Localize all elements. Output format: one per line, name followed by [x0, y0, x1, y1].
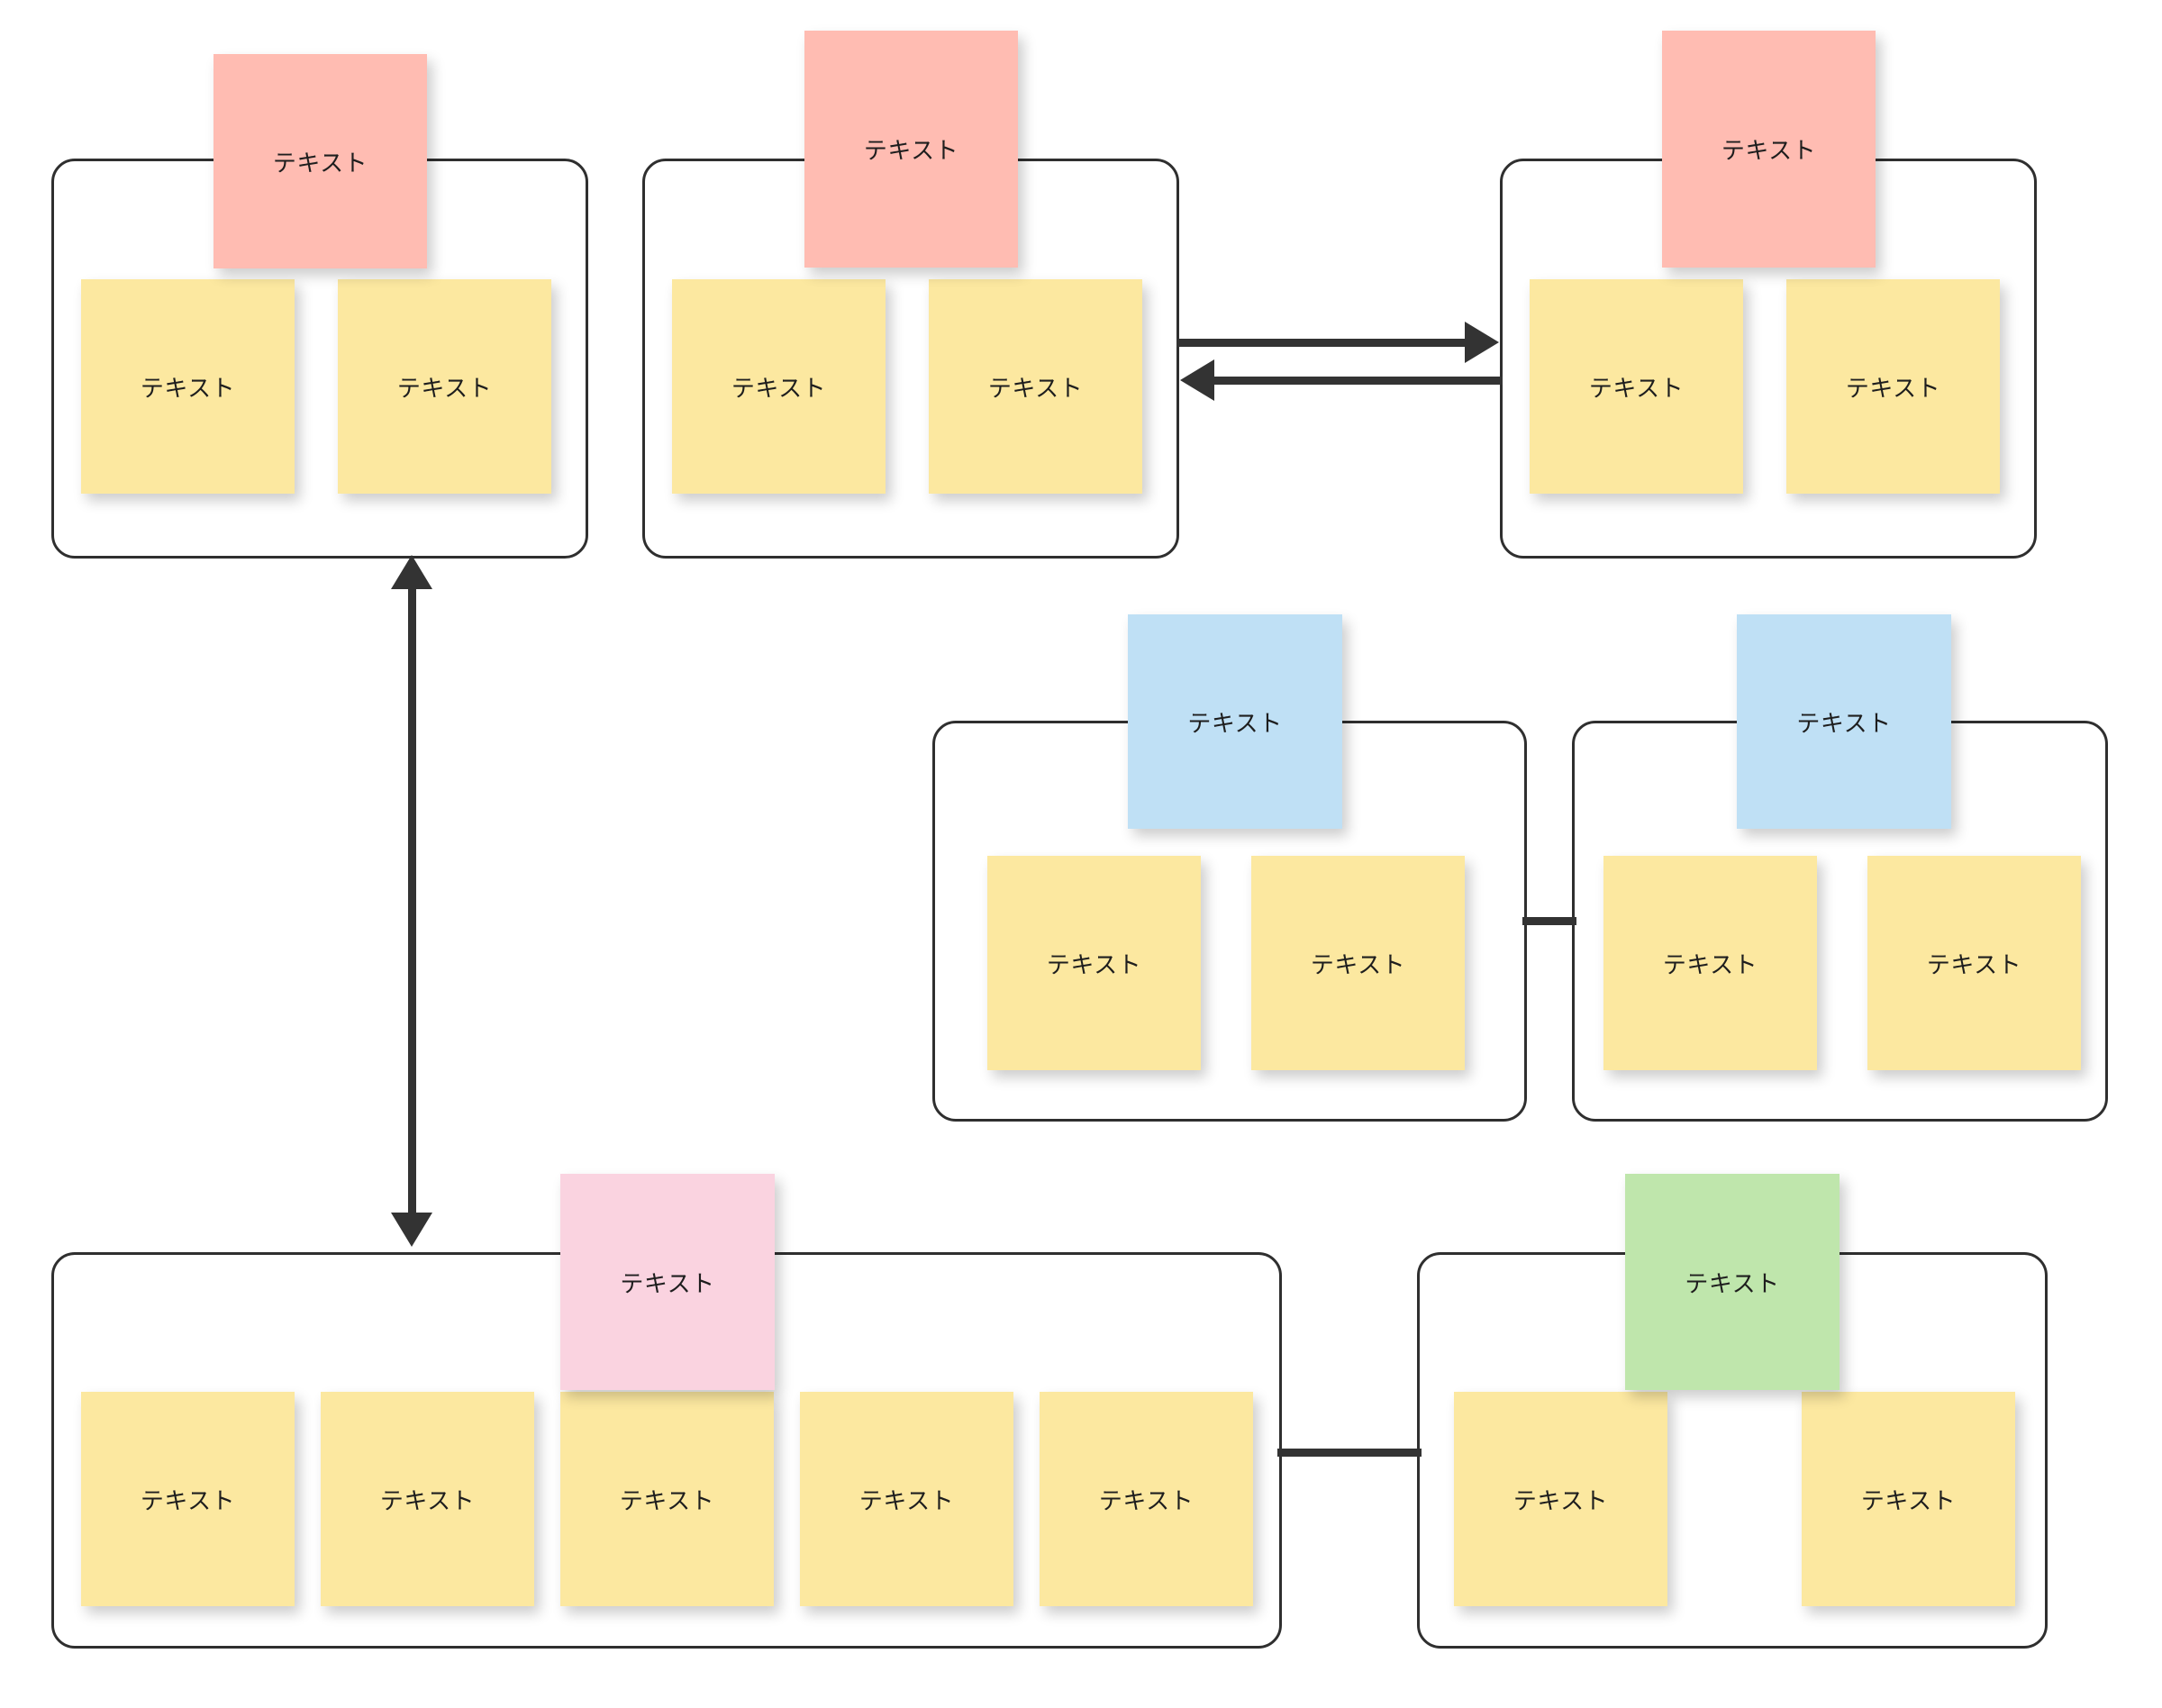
note-bottom-left-1[interactable]: テキスト — [81, 1392, 295, 1606]
note-label: テキスト — [863, 137, 959, 164]
arrow-right-icon — [1465, 322, 1499, 363]
note-label: テキスト — [379, 1486, 476, 1514]
note-bottom-right-2[interactable]: テキスト — [1802, 1392, 2015, 1606]
note-top-left-2[interactable]: テキスト — [338, 279, 551, 494]
note-label: テキスト — [396, 374, 493, 402]
arrow-up-icon — [391, 555, 432, 589]
note-label: テキスト — [1187, 709, 1283, 737]
note-middle-right-1[interactable]: テキスト — [1603, 856, 1817, 1070]
note-label: テキスト — [619, 1486, 715, 1514]
connector-middle-left-to-middle-right — [1522, 917, 1576, 925]
note-label: テキスト — [1685, 1269, 1780, 1297]
note-label: テキスト — [1926, 950, 2022, 978]
note-bottom-right-1[interactable]: テキスト — [1454, 1392, 1667, 1606]
header-note-top-middle[interactable]: テキスト — [804, 31, 1018, 268]
header-note-bottom-left[interactable]: テキスト — [560, 1174, 775, 1390]
note-middle-right-2[interactable]: テキスト — [1867, 856, 2081, 1070]
note-middle-left-1[interactable]: テキスト — [987, 856, 1201, 1070]
note-label: テキスト — [1098, 1486, 1195, 1514]
header-note-middle-right[interactable]: テキスト — [1737, 614, 1951, 829]
note-bottom-left-2[interactable]: テキスト — [321, 1392, 534, 1606]
note-label: テキスト — [1588, 374, 1685, 402]
note-bottom-left-3[interactable]: テキスト — [560, 1392, 774, 1606]
note-label: テキスト — [1662, 950, 1758, 978]
note-label: テキスト — [1796, 709, 1892, 737]
note-label: テキスト — [140, 374, 236, 402]
header-note-top-left[interactable]: テキスト — [213, 54, 427, 268]
arrow-left-icon — [1180, 359, 1214, 401]
header-note-top-right[interactable]: テキスト — [1662, 31, 1876, 268]
connector-top-left-to-bottom-left-line — [408, 586, 416, 1216]
note-label: テキスト — [1721, 137, 1817, 164]
note-top-middle-2[interactable]: テキスト — [929, 279, 1142, 494]
connector-top-right-to-top-middle-line — [1214, 377, 1503, 385]
note-label: テキスト — [272, 149, 368, 177]
note-label: テキスト — [1845, 374, 1941, 402]
arrow-down-icon — [391, 1213, 432, 1247]
connector-bottom-left-to-bottom-right — [1277, 1449, 1422, 1457]
note-bottom-left-4[interactable]: テキスト — [800, 1392, 1013, 1606]
note-label: テキスト — [140, 1486, 236, 1514]
note-label: テキスト — [1310, 950, 1406, 978]
header-note-bottom-right[interactable]: テキスト — [1625, 1174, 1840, 1390]
note-top-left-1[interactable]: テキスト — [81, 279, 295, 494]
note-label: テキスト — [858, 1486, 955, 1514]
note-label: テキスト — [731, 374, 827, 402]
connector-top-middle-to-top-right-line — [1176, 339, 1465, 347]
note-label: テキスト — [1512, 1486, 1609, 1514]
note-label: テキスト — [1046, 950, 1142, 978]
note-middle-left-2[interactable]: テキスト — [1251, 856, 1465, 1070]
note-label: テキスト — [987, 374, 1084, 402]
note-bottom-left-5[interactable]: テキスト — [1040, 1392, 1253, 1606]
note-top-right-1[interactable]: テキスト — [1530, 279, 1743, 494]
header-note-middle-left[interactable]: テキスト — [1128, 614, 1342, 829]
note-top-middle-1[interactable]: テキスト — [672, 279, 886, 494]
note-label: テキスト — [1860, 1486, 1957, 1514]
note-top-right-2[interactable]: テキスト — [1786, 279, 2000, 494]
note-label: テキスト — [620, 1269, 715, 1297]
